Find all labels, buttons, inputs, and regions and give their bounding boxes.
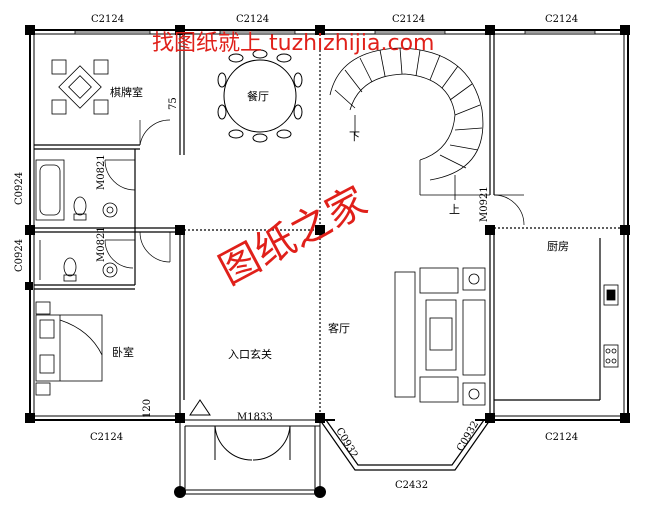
dim-bottom-left: C2124: [90, 432, 123, 443]
chess-table-icon: [51, 59, 109, 115]
kitchen-door: [493, 194, 525, 226]
watermark-center: 图纸之家: [212, 178, 375, 294]
dim-top-4: C2124: [545, 14, 578, 25]
sofa-group-icon: [394, 267, 486, 406]
dim-120: 120: [142, 399, 153, 418]
stair-down-label: 下: [349, 130, 360, 143]
dim-bay-right: C0932: [455, 419, 481, 453]
spiral-stair: [329, 47, 490, 200]
dim-door-kitchen: M0921: [479, 186, 490, 222]
room-label-living: 客厅: [328, 321, 350, 335]
dim-bottom-right: C2124: [545, 432, 578, 443]
dining-table-icon: [217, 49, 303, 143]
room-label-dining: 餐厅: [247, 89, 269, 103]
room-label-chess: 棋牌室: [110, 85, 143, 99]
kitchen-appliances: [603, 284, 619, 368]
dim-top-2: C2124: [236, 14, 269, 25]
bed-icon: [35, 301, 103, 396]
porch-columns: [174, 486, 326, 498]
dim-75: 75: [168, 97, 179, 110]
bath-fixtures: [35, 159, 118, 282]
dim-left-2: C0924: [14, 239, 25, 272]
bath-doors: [104, 119, 171, 269]
bay-window: [319, 419, 491, 471]
room-label-entrance: 入口玄关: [228, 347, 272, 361]
dim-top-1: C2124: [91, 14, 124, 25]
interior-walls: [34, 34, 624, 420]
dim-door-main: M1833: [237, 412, 273, 423]
dim-door-bath1: M0821: [96, 154, 107, 190]
dim-bottom-center: C2432: [395, 480, 428, 491]
dim-top-3: C2124: [392, 14, 425, 25]
window-marks-top: [74, 30, 596, 34]
room-label-kitchen: 厨房: [547, 240, 569, 253]
columns: [25, 25, 630, 423]
dim-left-1: C0924: [14, 172, 25, 205]
dim-door-bath2: M0821: [96, 226, 107, 262]
room-label-bedroom: 卧室: [112, 345, 134, 359]
watermark-top: 找图纸就上 tuzhizhijia.com: [152, 31, 434, 56]
stair-up-label: 上: [449, 203, 460, 216]
dim-bay-left: C0932: [333, 426, 359, 460]
entrance-porch: [179, 399, 321, 495]
